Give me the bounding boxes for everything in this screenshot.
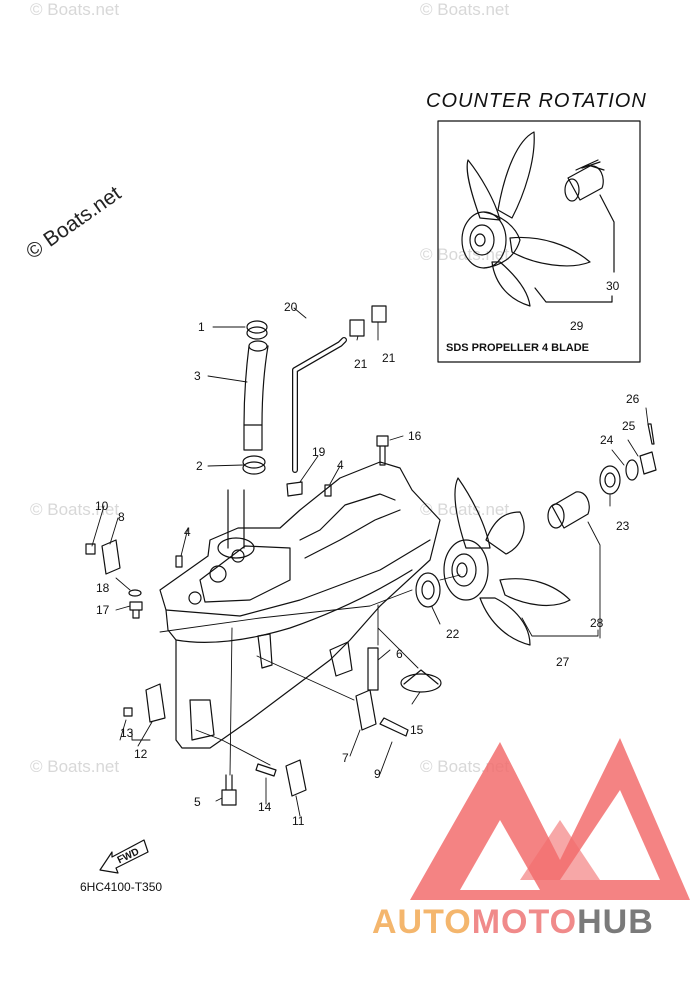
inset-frame [437, 120, 641, 363]
callout: 4 [184, 525, 191, 539]
leader-lines [91, 307, 649, 817]
watermark: © Boats.net [30, 500, 120, 519]
part-25-nut [639, 451, 657, 475]
callout: 3 [194, 369, 201, 383]
callout: 7 [342, 751, 349, 765]
part-24-washer [625, 459, 639, 481]
callout: 27 [556, 655, 570, 669]
part-10-bolt [85, 543, 96, 555]
watermark: © Boats.net [30, 757, 120, 776]
fwd-label: FWD [116, 846, 141, 866]
inset-caption: SDS PROPELLER 4 BLADE [446, 342, 590, 354]
callout: 2 [196, 459, 203, 473]
watermark: © Boats.net [30, 0, 120, 19]
part-13-bolt [123, 707, 133, 717]
part-14-bolt [255, 763, 277, 777]
brand-hub: HUB [577, 903, 654, 941]
callout: 14 [258, 800, 272, 814]
callout: 10 [95, 499, 109, 513]
inset-title: COUNTER ROTATION [426, 90, 647, 112]
part-8-anode [101, 539, 121, 575]
callout: 16 [408, 429, 422, 443]
callout: 11 [292, 814, 305, 828]
spline-hub-inset [564, 159, 605, 202]
part-22-thrust-washer [415, 572, 441, 608]
callout: 23 [616, 519, 630, 533]
part-1-grommet [246, 320, 268, 334]
part-9-bolt [379, 717, 409, 737]
callout: 26 [626, 392, 640, 406]
part-21-seal [371, 305, 387, 323]
callout: 30 [606, 279, 620, 293]
callout: 22 [446, 627, 460, 641]
callout: 19 [312, 445, 326, 459]
part-12-anode [145, 683, 166, 723]
part-4-dowel [175, 555, 183, 568]
callout: 20 [284, 300, 298, 314]
leader-30 [599, 194, 615, 273]
callout: 21 [354, 357, 368, 371]
callout: 8 [118, 510, 125, 524]
part-28-spline-hub [547, 491, 590, 529]
lower-casing [159, 461, 441, 749]
brand-moto: MOTO [471, 903, 578, 941]
callout: 9 [374, 767, 381, 781]
part-23-spacer [599, 465, 621, 495]
part-4-dowel [324, 484, 332, 497]
part-5-bolt [221, 774, 237, 806]
part-18-gasket [128, 589, 142, 597]
watermark: © Boats.net [420, 500, 510, 519]
leader-29 [534, 287, 613, 303]
brand-logo [410, 738, 690, 900]
part-15-trim-tab [400, 673, 442, 693]
part-2-grommet [242, 455, 266, 469]
propeller [443, 477, 571, 646]
callout: 1 [198, 320, 205, 334]
brand-auto: AUTO [372, 903, 472, 941]
part-17-plug [129, 601, 143, 619]
callout: 29 [570, 319, 584, 333]
counter-rotation-propeller [461, 131, 591, 307]
callout: 18 [96, 581, 110, 595]
watermark: © Boats.net [420, 0, 510, 19]
callout: 6 [396, 647, 403, 661]
part-3-water-tube [243, 340, 269, 451]
callout: 13 [120, 726, 134, 740]
part-11-cover [285, 759, 307, 797]
part-7-anode [355, 689, 377, 731]
callout: 17 [96, 603, 110, 617]
callout: 25 [622, 419, 636, 433]
diagram-code: 6HC4100-T350 [80, 880, 163, 894]
callout: 4 [337, 458, 344, 472]
callout: 28 [590, 616, 604, 630]
callout: 12 [134, 747, 148, 761]
callout-numbers: 1 2 3 4 4 5 6 7 8 9 10 11 12 13 14 15 16… [95, 279, 640, 828]
fwd-arrow [99, 839, 149, 874]
part-26-cotter-pin [647, 423, 655, 445]
callout: 5 [194, 795, 201, 809]
part-21-seal [349, 319, 365, 337]
part-19-grommet [286, 481, 303, 497]
part-6-bolt [367, 647, 379, 691]
part-16-bolt [376, 435, 389, 466]
callout: 15 [410, 723, 424, 737]
callout: 21 [382, 351, 396, 365]
brand-wordmark: AUTOMOTOHUB [372, 903, 654, 942]
callout: 24 [600, 433, 614, 447]
